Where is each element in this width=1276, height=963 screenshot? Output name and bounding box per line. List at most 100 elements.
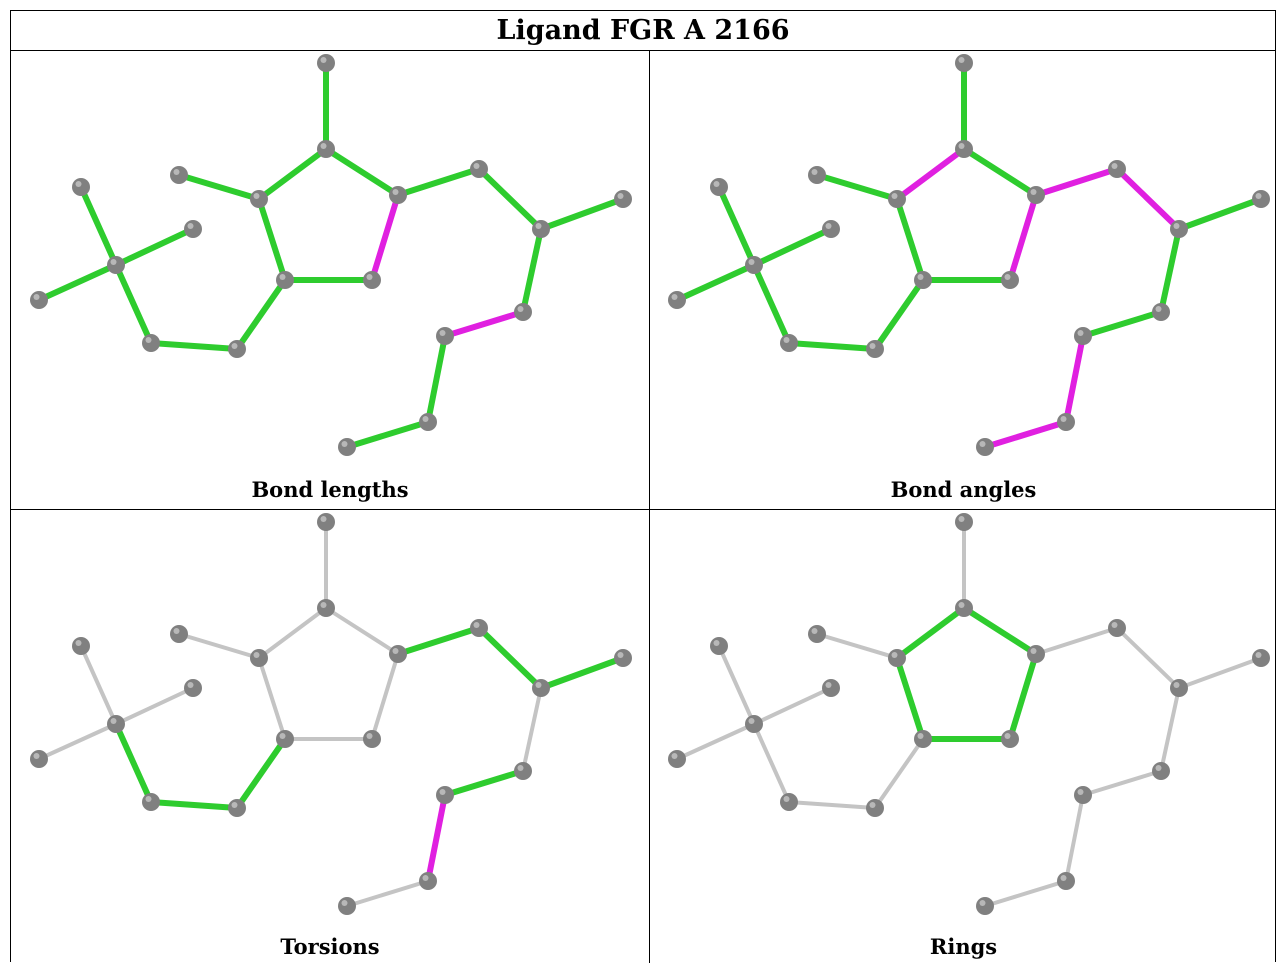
atom-highlight bbox=[473, 622, 480, 628]
bond-19 bbox=[873, 737, 925, 810]
atom-4 bbox=[389, 645, 407, 663]
atom-10 bbox=[745, 715, 763, 733]
atom-1 bbox=[955, 599, 973, 617]
panel-caption: Rings bbox=[929, 934, 998, 959]
atom-3 bbox=[888, 649, 906, 667]
bond-1 bbox=[894, 146, 967, 202]
bond-7 bbox=[1033, 166, 1120, 198]
bond-6 bbox=[369, 192, 401, 283]
atom-highlight bbox=[473, 163, 480, 169]
atom-highlight bbox=[366, 733, 373, 739]
atom-4 bbox=[389, 186, 407, 204]
panel-caption: Torsions bbox=[280, 934, 380, 959]
atom-highlight bbox=[392, 189, 399, 195]
atom-highlight bbox=[617, 193, 624, 199]
atom-highlight bbox=[422, 416, 429, 422]
atom-9 bbox=[184, 220, 202, 238]
bond-17 bbox=[113, 262, 154, 346]
atom-highlight bbox=[811, 169, 818, 175]
atom-17 bbox=[866, 799, 884, 817]
atom-15 bbox=[436, 327, 454, 345]
atom-highlight bbox=[320, 143, 327, 149]
atom-16 bbox=[142, 793, 160, 811]
atom-5 bbox=[1108, 619, 1126, 637]
bond-8 bbox=[476, 166, 544, 232]
bond-15 bbox=[751, 226, 834, 268]
bond-1 bbox=[256, 146, 329, 202]
atom-highlight bbox=[671, 753, 678, 759]
bond-7 bbox=[1034, 626, 1119, 656]
bond-12 bbox=[1063, 333, 1086, 425]
atom-16 bbox=[780, 334, 798, 352]
atom-highlight bbox=[1155, 765, 1162, 771]
atom-17 bbox=[228, 340, 246, 358]
atom-12 bbox=[276, 271, 294, 289]
bond-4 bbox=[256, 196, 288, 283]
bond-17 bbox=[752, 722, 791, 804]
atom-highlight bbox=[1077, 330, 1084, 336]
atom-highlight bbox=[1111, 622, 1118, 628]
bond-13 bbox=[983, 879, 1068, 908]
atom-highlight bbox=[110, 259, 117, 265]
atom-highlight bbox=[1060, 416, 1067, 422]
bond-9 bbox=[538, 196, 626, 232]
bond-12 bbox=[425, 333, 448, 425]
panel-caption: Bond lengths bbox=[251, 477, 409, 502]
atom-highlight bbox=[1004, 274, 1011, 280]
bond-1 bbox=[894, 605, 967, 661]
bond-16 bbox=[675, 722, 756, 761]
atom-13 bbox=[363, 271, 381, 289]
atom-18 bbox=[1057, 413, 1075, 431]
atom-highlight bbox=[1173, 682, 1180, 688]
atom-18 bbox=[1057, 872, 1075, 890]
atom-3 bbox=[888, 190, 906, 208]
atom-highlight bbox=[671, 294, 678, 300]
bond-2 bbox=[324, 606, 400, 656]
atom-highlight bbox=[187, 223, 194, 229]
bond-16 bbox=[36, 262, 119, 303]
atom-11 bbox=[668, 750, 686, 768]
bond-4 bbox=[257, 656, 287, 741]
bond-1 bbox=[257, 606, 328, 660]
atom-highlight bbox=[958, 143, 965, 149]
bond-15 bbox=[113, 226, 196, 268]
atom-9 bbox=[822, 220, 840, 238]
bond-4 bbox=[894, 196, 926, 283]
grid-divider-horizontal bbox=[11, 509, 1275, 510]
atom-highlight bbox=[253, 652, 260, 658]
atom-highlight bbox=[187, 682, 194, 688]
atom-highlight bbox=[917, 274, 924, 280]
atom-highlight bbox=[110, 718, 117, 724]
atom-6 bbox=[532, 220, 550, 238]
atom-highlight bbox=[1155, 306, 1162, 312]
bond-10 bbox=[1159, 686, 1181, 773]
atom-6 bbox=[532, 679, 550, 697]
atom-17 bbox=[866, 340, 884, 358]
atom-highlight bbox=[173, 169, 180, 175]
atom-0 bbox=[955, 513, 973, 531]
atom-0 bbox=[317, 54, 335, 72]
atom-14 bbox=[1152, 762, 1170, 780]
atom-highlight bbox=[33, 294, 40, 300]
panel-bond-angles: Bond angles bbox=[650, 51, 1276, 509]
atom-11 bbox=[668, 291, 686, 309]
atom-highlight bbox=[748, 718, 755, 724]
atom-1 bbox=[955, 140, 973, 158]
molecule-diagram-bond-angles bbox=[668, 54, 1270, 456]
atom-19 bbox=[976, 897, 994, 915]
atom-14 bbox=[514, 762, 532, 780]
bond-9 bbox=[1176, 196, 1264, 232]
bond-2 bbox=[323, 146, 401, 198]
atom-highlight bbox=[1030, 189, 1037, 195]
atom-highlight bbox=[869, 802, 876, 808]
atom-highlight bbox=[535, 682, 542, 688]
atom-0 bbox=[317, 513, 335, 531]
atom-0 bbox=[955, 54, 973, 72]
bond-17 bbox=[113, 721, 154, 805]
atom-15 bbox=[1074, 327, 1092, 345]
bond-12 bbox=[1064, 793, 1085, 883]
bond-6 bbox=[1007, 192, 1039, 283]
bond-2 bbox=[961, 146, 1039, 198]
atom-highlight bbox=[341, 441, 348, 447]
atom-highlight bbox=[1111, 163, 1118, 169]
